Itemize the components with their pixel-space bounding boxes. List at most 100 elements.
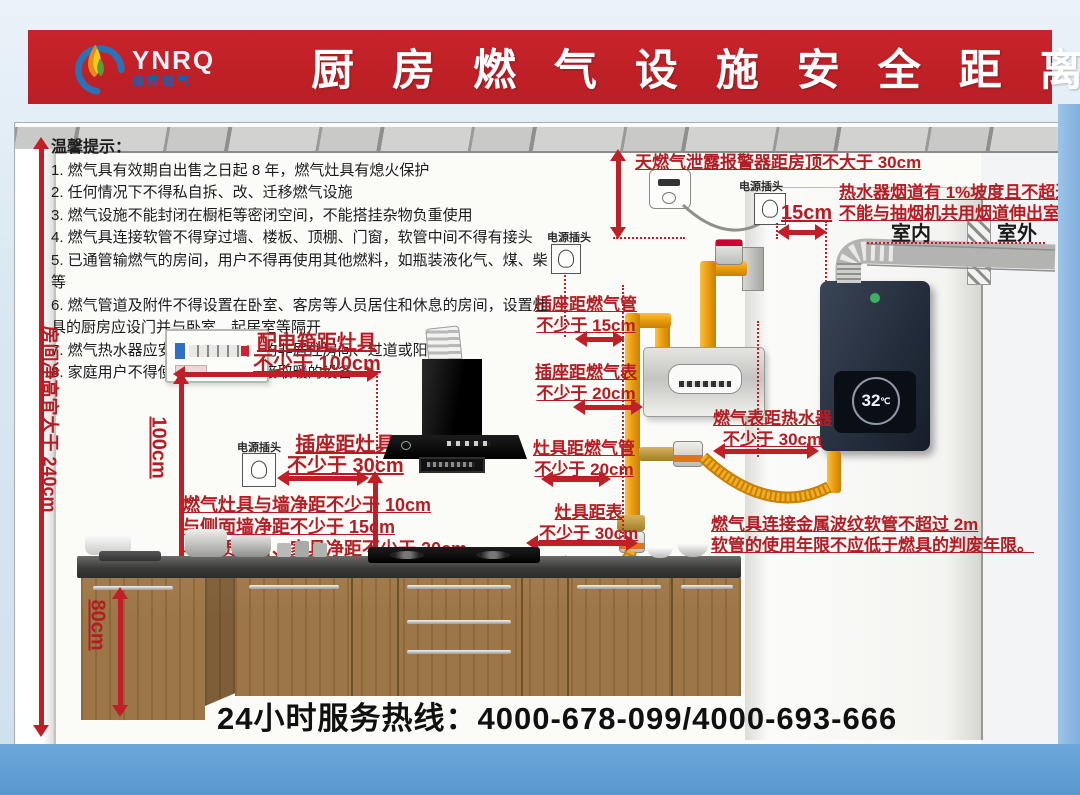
page-title: 厨 房 燃 气 设 施 安 全 距 离 一 览 表 [311,47,1080,95]
outlet-socket-icon [251,460,267,479]
cabinet-run [235,578,741,696]
gas-meter [643,347,765,417]
alarm-ceiling-annotation: 天燃气泄露报警器距房顶不大于 30cm [635,153,922,172]
heater-wall-panel [745,187,983,740]
wall-penetration-hatch [967,219,991,285]
breaker-red [241,346,249,356]
outlet-socket-icon [558,249,574,268]
tip-item: 2. 任何情况下不得私自拆、改、迁移燃气设施 [51,184,353,201]
hood-brand-icon [401,441,411,450]
dotted-outlet-mid [564,275,566,337]
heater-temp-unit: ℃ [880,395,891,406]
company-logo: YNRQ 豫南燃气 [70,39,215,95]
alarm-sensor [662,192,676,204]
indoor-outdoor-dotted [867,242,1045,244]
stove-meter-arrow [526,535,638,551]
socket-meter-annotation: 插座距燃气表 不少于 20cm [535,363,637,403]
breaker-main [175,343,185,359]
pot-steel [231,535,271,557]
bowl-large [677,543,709,557]
indoor-label: 室内 [891,223,931,245]
hotline-text: 24小时服务热线：4000-678-099/4000-693-666 [217,701,898,736]
hood-filter [427,462,475,467]
cabinet-corner [205,578,235,706]
socket-pipe-arrow [575,331,625,347]
hood-vent [419,457,485,473]
pan-stack [99,551,161,561]
tip-item: 5. 已通管输燃气的房间，用户不得再使用其他燃料，如瓶装液化气、煤、柴等 [51,251,548,292]
stove-burner-right [476,551,510,559]
heater-temp-ring: 32℃ [852,377,900,425]
main-gas-riser [625,313,640,535]
height-100-annotation: 100cm [147,416,170,479]
power-plug-label-mid: 电源插头 [547,232,591,244]
logo-text-block: YNRQ 豫南燃气 [132,47,215,87]
ceiling [15,127,1066,153]
alarm-dotted-line [613,237,685,239]
hood-canopy [383,435,527,459]
alarm-distance-arrow [610,149,626,239]
bowl-small [647,547,673,558]
alarm-vent-slot [658,179,680,186]
cup-2 [295,541,309,557]
cup-1 [277,543,291,557]
tip-item: 4. 燃气具连接软管不得穿过墙、楼板、顶棚、门窗，软管中间不得有接头 [51,229,533,246]
hose-annotation: 燃气具连接金属波纹软管不超过 2m 软管的使用年限不应低于燃具的判废年限。 [711,515,1034,555]
socket-stove-arrow [277,470,369,486]
stove-meter-annotation: 灶具距表 不少于 30cm [539,503,639,543]
tips-title: 温馨提示： [51,139,132,156]
water-heater: 32℃ [820,281,930,451]
stove-pipe-arrow [541,471,611,487]
hood-chimney [422,359,482,437]
stove-valve [617,515,645,531]
left-wall [15,149,56,745]
distbox-annotation: 配电箱距灶具 不少于 100cm [253,332,381,375]
dotted-wall-ref [825,221,827,313]
countertop [77,556,741,578]
heater-temp-value: 32 [861,391,881,410]
height-80-annotation: 80cm [86,599,109,651]
hood-controls [447,441,491,446]
socket-meter-arrow [573,399,643,415]
flue-annotation-1: 热水器烟道有 1%坡度且不超过 5m, [839,183,1067,202]
cabinet-left [81,578,205,720]
diagram-panel: 电源插头 天燃气泄露报警器距房顶不大于 30cm 15cm 热水器烟道有 1%坡… [14,122,1067,746]
heater-flue-collar [837,263,861,283]
tee-regulator [673,441,703,467]
dotted-meter-right [757,321,759,457]
meter-heater-arrow [713,443,819,459]
tip-item: 1. 燃气具有效期自出售之日起 8 年，燃气灶具有熄火保护 [51,161,430,179]
meter-window [668,364,742,394]
outlet-socket-icon [762,199,778,218]
power-outlet-top [754,193,786,225]
power-outlet-mid [551,244,581,274]
gap-15cm-annotation: 15cm [781,202,833,224]
outdoor-label: 室外 [997,223,1037,245]
pot-steel-lid [185,529,227,557]
supply-pipe-down [700,261,716,349]
heater-display: 32℃ [834,371,916,433]
power-outlet-left [242,453,276,487]
gap-15cm-arrow [777,224,827,240]
heater-gas-stub [827,451,841,493]
socket-stove-annotation: 插座距灶具 不少于 30cm [287,434,404,477]
room-height-annotation: 房间净高宜大于 240cm [39,325,60,513]
tee-valve [639,447,675,461]
gas-stove [368,547,540,563]
cup-3 [313,543,327,557]
stove-burner-left [390,551,424,559]
header-banner: YNRQ 豫南燃气 厨 房 燃 气 设 施 安 全 距 离 一 览 表 [28,30,1080,104]
logo-text: YNRQ [132,45,216,75]
flame-logo-icon [75,44,125,95]
supply-valve [715,239,743,265]
dotted-stove-ref [376,376,378,470]
pot-white [85,535,131,555]
meter-heater-annotation: 燃气表距热水器 不少于 30cm [713,409,832,449]
heater-brand-dot [870,293,880,303]
dotted-pipe-left [622,285,624,537]
right-blue-band [1058,104,1080,744]
tip-item: 3. 燃气设施不能封闭在橱柜等密闭空间，不能搭挂杂物负重使用 [51,206,473,224]
power-plug-label-left: 电源插头 [237,442,281,454]
gas-alarm-device [649,169,691,209]
flue-annotation-2: 不能与抽烟机共用烟道伸出室外 [839,204,1067,223]
